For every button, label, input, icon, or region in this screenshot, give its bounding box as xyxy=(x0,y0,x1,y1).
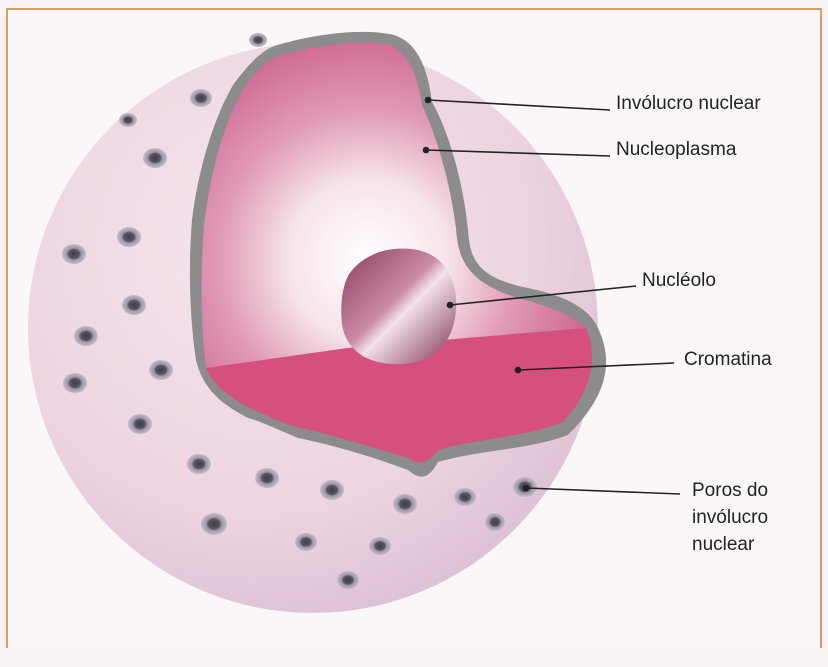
label-pores-line-1: Poros do xyxy=(692,480,768,501)
nuclear-pore xyxy=(62,244,86,264)
label-nucleolus: Nucléolo xyxy=(642,270,716,291)
label-pores-line-3: nuclear xyxy=(692,534,755,555)
nuclear-pore xyxy=(337,571,359,589)
nuclear-pore xyxy=(201,513,227,535)
label-nucleoplasm: Nucleoplasma xyxy=(616,139,737,160)
nuclear-pore xyxy=(187,454,211,474)
nuclear-pore xyxy=(143,148,167,168)
nuclear-pore xyxy=(63,373,87,393)
nucleolus xyxy=(341,248,456,364)
nuclear-pore xyxy=(119,113,137,127)
nuclear-pore xyxy=(393,494,417,514)
nuclear-pore xyxy=(128,414,152,434)
label-chromatin: Cromatina xyxy=(684,349,772,370)
nuclear-pore xyxy=(454,488,476,506)
nuclear-pore xyxy=(295,533,317,551)
label-envelope: Invólucro nuclear xyxy=(616,93,761,114)
nuclear-pore xyxy=(122,295,146,315)
nuclear-pore xyxy=(369,537,391,555)
nuclear-pore xyxy=(485,513,505,531)
nuclear-pore xyxy=(149,360,173,380)
nuclear-pore xyxy=(255,468,279,488)
nuclear-pore xyxy=(117,227,141,247)
nucleus-diagram: Invólucro nuclear Nucleoplasma Nucléolo … xyxy=(8,10,824,650)
nuclear-pore xyxy=(74,326,98,346)
leader-line-pores xyxy=(526,488,680,494)
nuclear-pore xyxy=(320,480,344,500)
nuclear-pore xyxy=(249,33,267,47)
nuclear-pore xyxy=(190,89,212,107)
label-pores-line-2: invólucro xyxy=(692,507,768,528)
diagram-frame: Invólucro nuclear Nucleoplasma Nucléolo … xyxy=(6,8,822,648)
